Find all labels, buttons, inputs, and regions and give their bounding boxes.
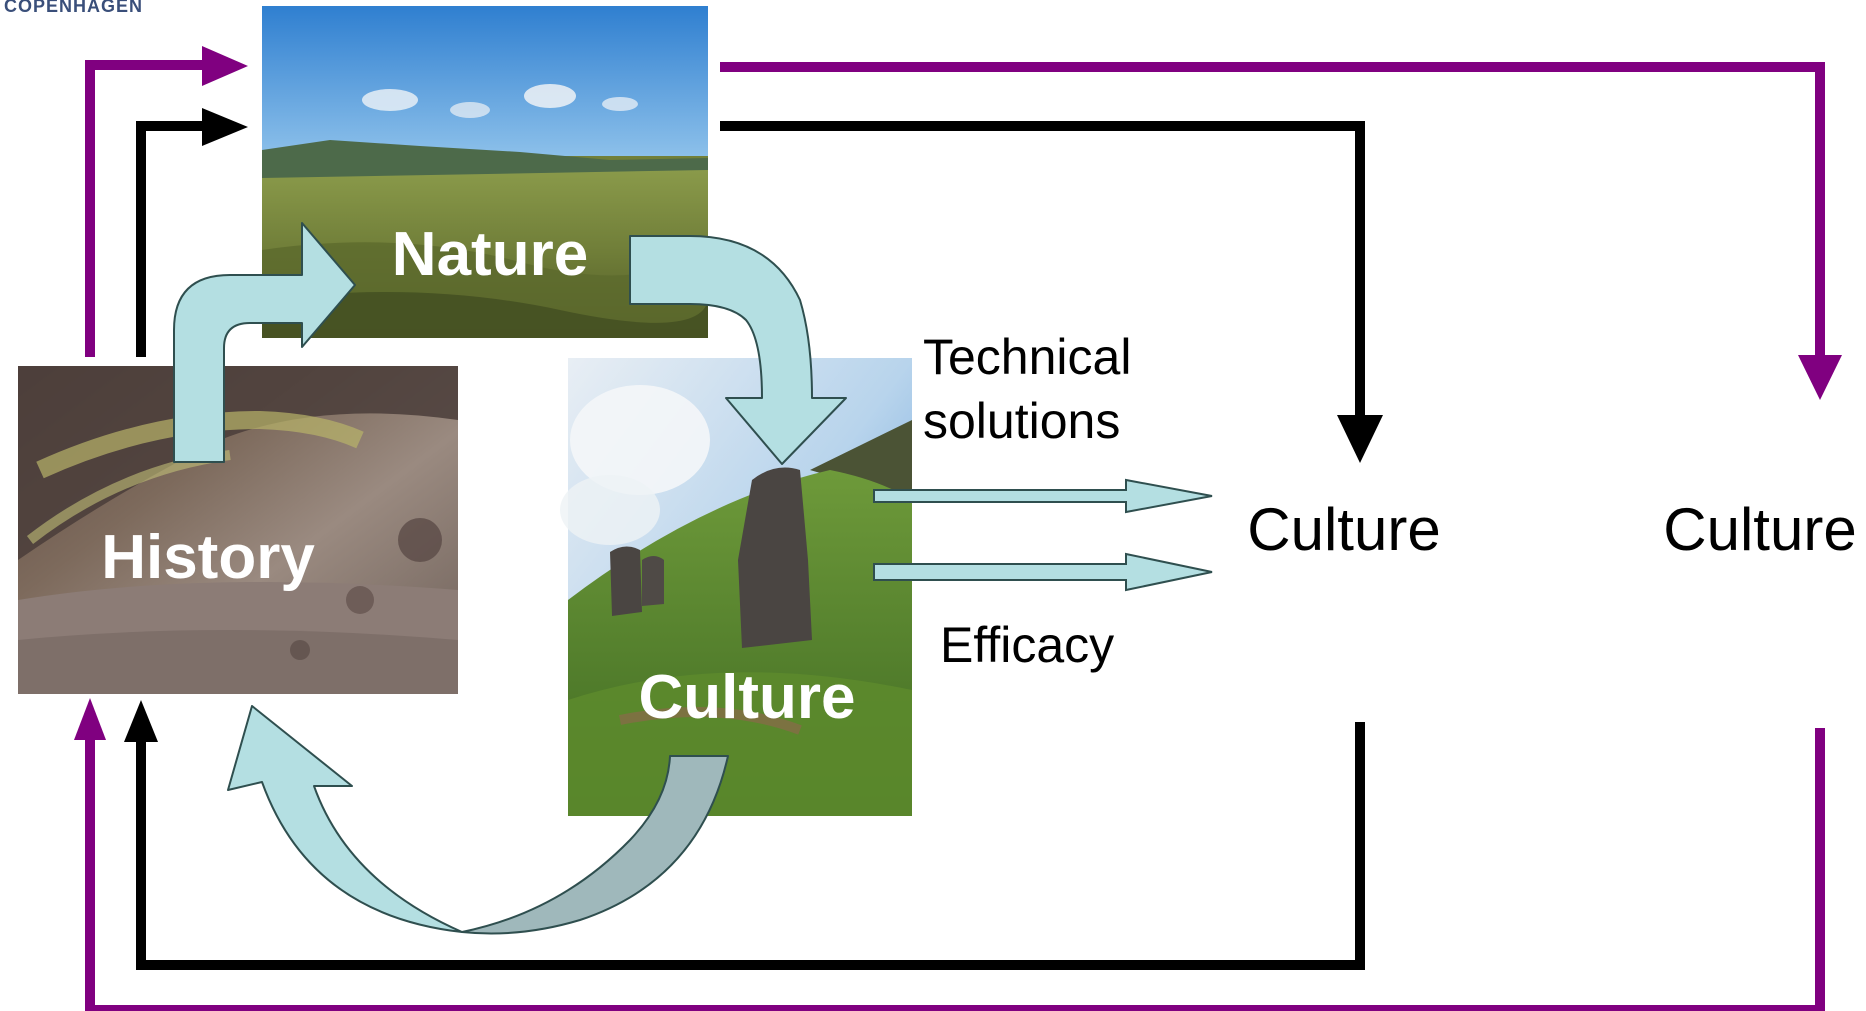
history-to-nature-arrow <box>173 222 356 463</box>
cycle-arrows <box>173 222 847 935</box>
nature-label: Nature <box>392 220 588 289</box>
purple-loop-bottom-line <box>85 728 1825 1011</box>
culture-middle-label: Culture <box>1247 496 1440 563</box>
logo-text: COPENHAGEN <box>4 0 143 16</box>
purple-down-arrowhead <box>1798 355 1842 400</box>
black-loop-bottom-line <box>136 722 1365 970</box>
black-feedback-loop <box>124 108 1383 970</box>
culture-photo-label: Culture <box>639 663 856 732</box>
history-label: History <box>101 523 315 592</box>
efficacy-arrow <box>873 552 1213 592</box>
arrow-labels: Technical solutions Efficacy <box>923 329 1131 673</box>
technical-solutions-arrow <box>873 478 1213 514</box>
purple-up-arrowhead-bottom <box>74 698 106 740</box>
purple-right-arrowhead-top <box>202 46 248 86</box>
nature-to-culture-arrow <box>629 235 847 465</box>
culture-photo: Culture <box>560 358 912 816</box>
purple-loop-top-to-right-line <box>720 62 1825 365</box>
output-arrows <box>873 478 1213 592</box>
technical-label-line1: Technical <box>923 329 1131 385</box>
purple-feedback-loop <box>74 46 1842 1011</box>
history-photo: History <box>18 366 458 694</box>
black-up-arrowhead-bottom <box>124 700 158 742</box>
culture-to-history-arrow <box>227 705 463 933</box>
culture-right-label: Culture <box>1663 496 1856 563</box>
efficacy-label: Efficacy <box>940 617 1114 673</box>
black-right-arrowhead-top <box>202 108 248 146</box>
purple-loop-left-line <box>85 60 205 357</box>
black-loop-top-to-middle-line <box>720 121 1365 420</box>
black-loop-left-line <box>136 121 205 357</box>
university-logo: COPENHAGEN <box>4 0 143 16</box>
technical-label-line2: solutions <box>923 393 1120 449</box>
black-down-arrowhead <box>1337 415 1383 463</box>
